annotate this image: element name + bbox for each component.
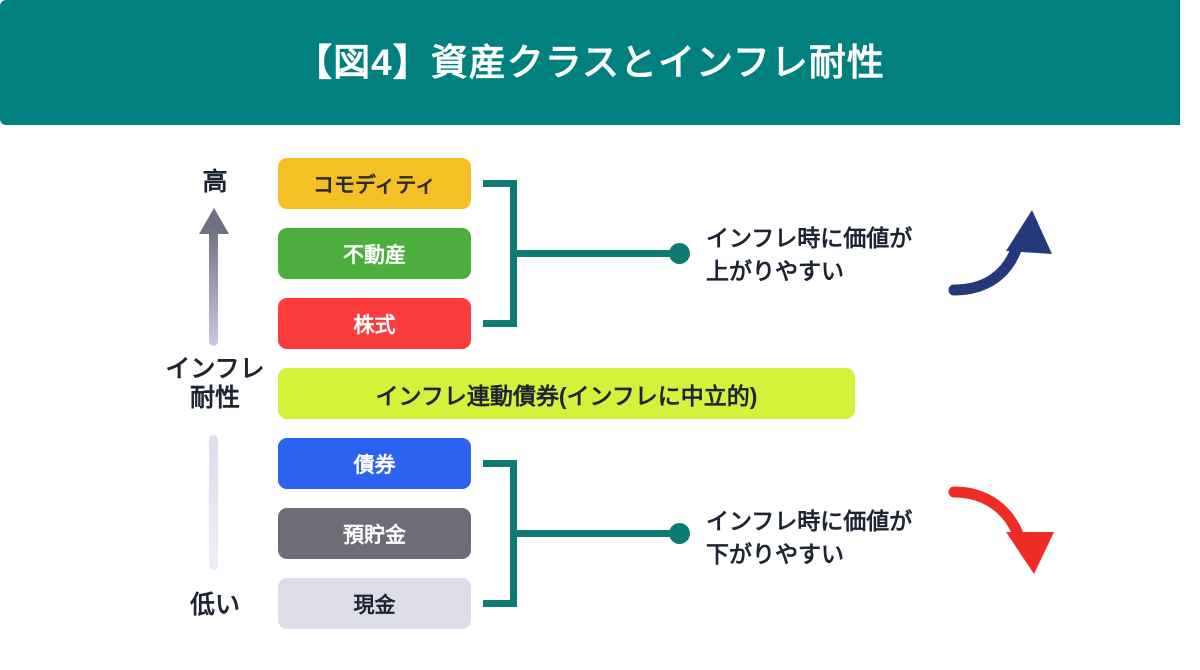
axis-title-line1: インフレ (165, 355, 265, 383)
axis-title-line2: 耐性 (189, 383, 240, 412)
upper-note-line1: インフレ時に価値が (706, 225, 913, 251)
lower-bracket-top-arm (483, 460, 517, 467)
axis-low-label: 低い (189, 591, 240, 619)
asset-bar-commodity[interactable]: コモディティ (278, 158, 471, 209)
asset-bar-bonds[interactable]: 債券 (278, 438, 471, 489)
asset-bar-deposits[interactable]: 預貯金 (278, 508, 471, 559)
lower-bracket-connector (510, 530, 673, 537)
axis-high-label: 高 (202, 168, 228, 196)
axis-title: インフレ 耐性 (150, 355, 280, 412)
lower-group-note: インフレ時に価値が 下がりやすい (706, 505, 912, 570)
value-rises-arrow-icon (948, 210, 1052, 296)
page-title: 【図4】資産クラスとインフレ耐性 (295, 42, 885, 83)
lower-group-bracket (483, 460, 693, 610)
axis-arrow-shaft-lower (209, 435, 218, 570)
asset-bar-cash[interactable]: 現金 (278, 578, 471, 629)
lower-note-line1: インフレ時に価値が (706, 508, 913, 534)
value-falls-arrow-icon (948, 486, 1054, 574)
upper-bracket-bottom-arm (483, 320, 517, 327)
upper-bracket-connector (510, 250, 673, 257)
upper-bracket-top-arm (483, 180, 517, 187)
lower-note-line2: 下がりやすい (706, 540, 844, 567)
asset-class-bar-list: コモディティ 不動産 株式 インフレ連動債券(インフレに中立的) 債券 預貯金 … (278, 158, 878, 630)
asset-bar-equities[interactable]: 株式 (278, 298, 471, 349)
lower-bracket-bottom-arm (483, 600, 517, 607)
upper-connector-dot-icon (669, 243, 690, 264)
lower-connector-dot-icon (669, 523, 690, 544)
axis-arrow-shaft-upper (209, 226, 218, 346)
upper-note-line2: 上がりやすい (706, 257, 844, 284)
asset-bar-inflation-linked-bond[interactable]: インフレ連動債券(インフレに中立的) (278, 368, 855, 419)
header-banner: 【図4】資産クラスとインフレ耐性 (0, 0, 1180, 125)
inflation-resistance-axis: 高 インフレ 耐性 低い (150, 150, 280, 640)
asset-bar-real-estate[interactable]: 不動産 (278, 228, 471, 279)
upper-group-note: インフレ時に価値が 上がりやすい (706, 222, 912, 287)
upper-group-bracket (483, 180, 693, 330)
